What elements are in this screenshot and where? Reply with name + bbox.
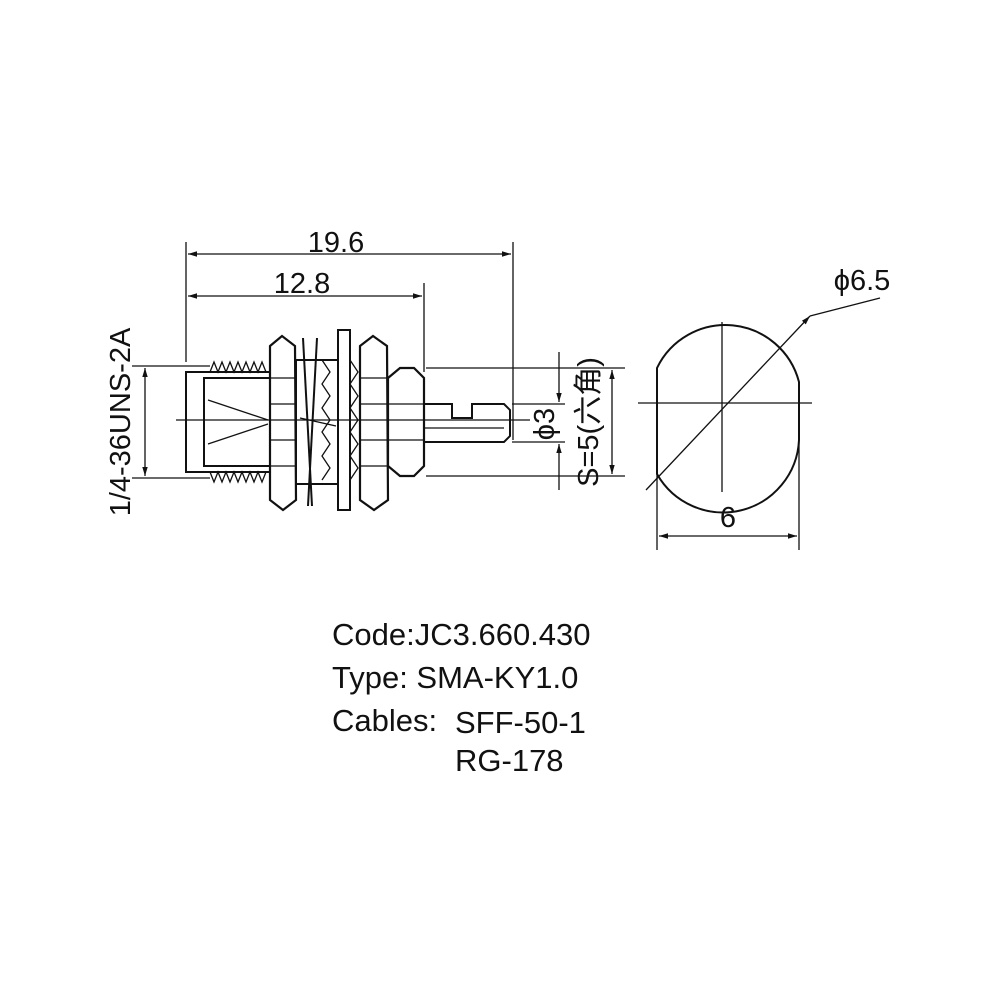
code-text: Code:JC3.660.430	[332, 617, 591, 652]
connector-front-view: ϕ6.5	[638, 265, 891, 514]
dimension-body-length: 12.8	[188, 268, 425, 372]
dimension-face-width: 6	[656, 440, 800, 550]
overall-length-label: 19.6	[308, 227, 364, 259]
cables-label: Cables:	[332, 703, 438, 738]
face-width-label: 6	[720, 502, 736, 534]
cable-1-text: SFF-50-1	[455, 705, 586, 740]
connector-side-view	[176, 329, 530, 512]
cable-2-text: RG-178	[455, 743, 564, 778]
pin-diameter-label: ϕ3	[529, 408, 561, 440]
hex-size-label: S=5(六角)	[572, 357, 605, 487]
body-length-label: 12.8	[274, 268, 330, 300]
face-diameter-label: ϕ6.5	[834, 265, 891, 297]
dimension-pin-and-hex: ϕ3 S=5(六角)	[426, 352, 625, 490]
type-text: Type: SMA-KY1.0	[332, 660, 579, 695]
thread-label: 1/4-36UNS-2A	[105, 327, 137, 516]
dimension-thread: 1/4-36UNS-2A	[105, 327, 210, 516]
dimension-overall-length: 19.6	[185, 227, 514, 440]
